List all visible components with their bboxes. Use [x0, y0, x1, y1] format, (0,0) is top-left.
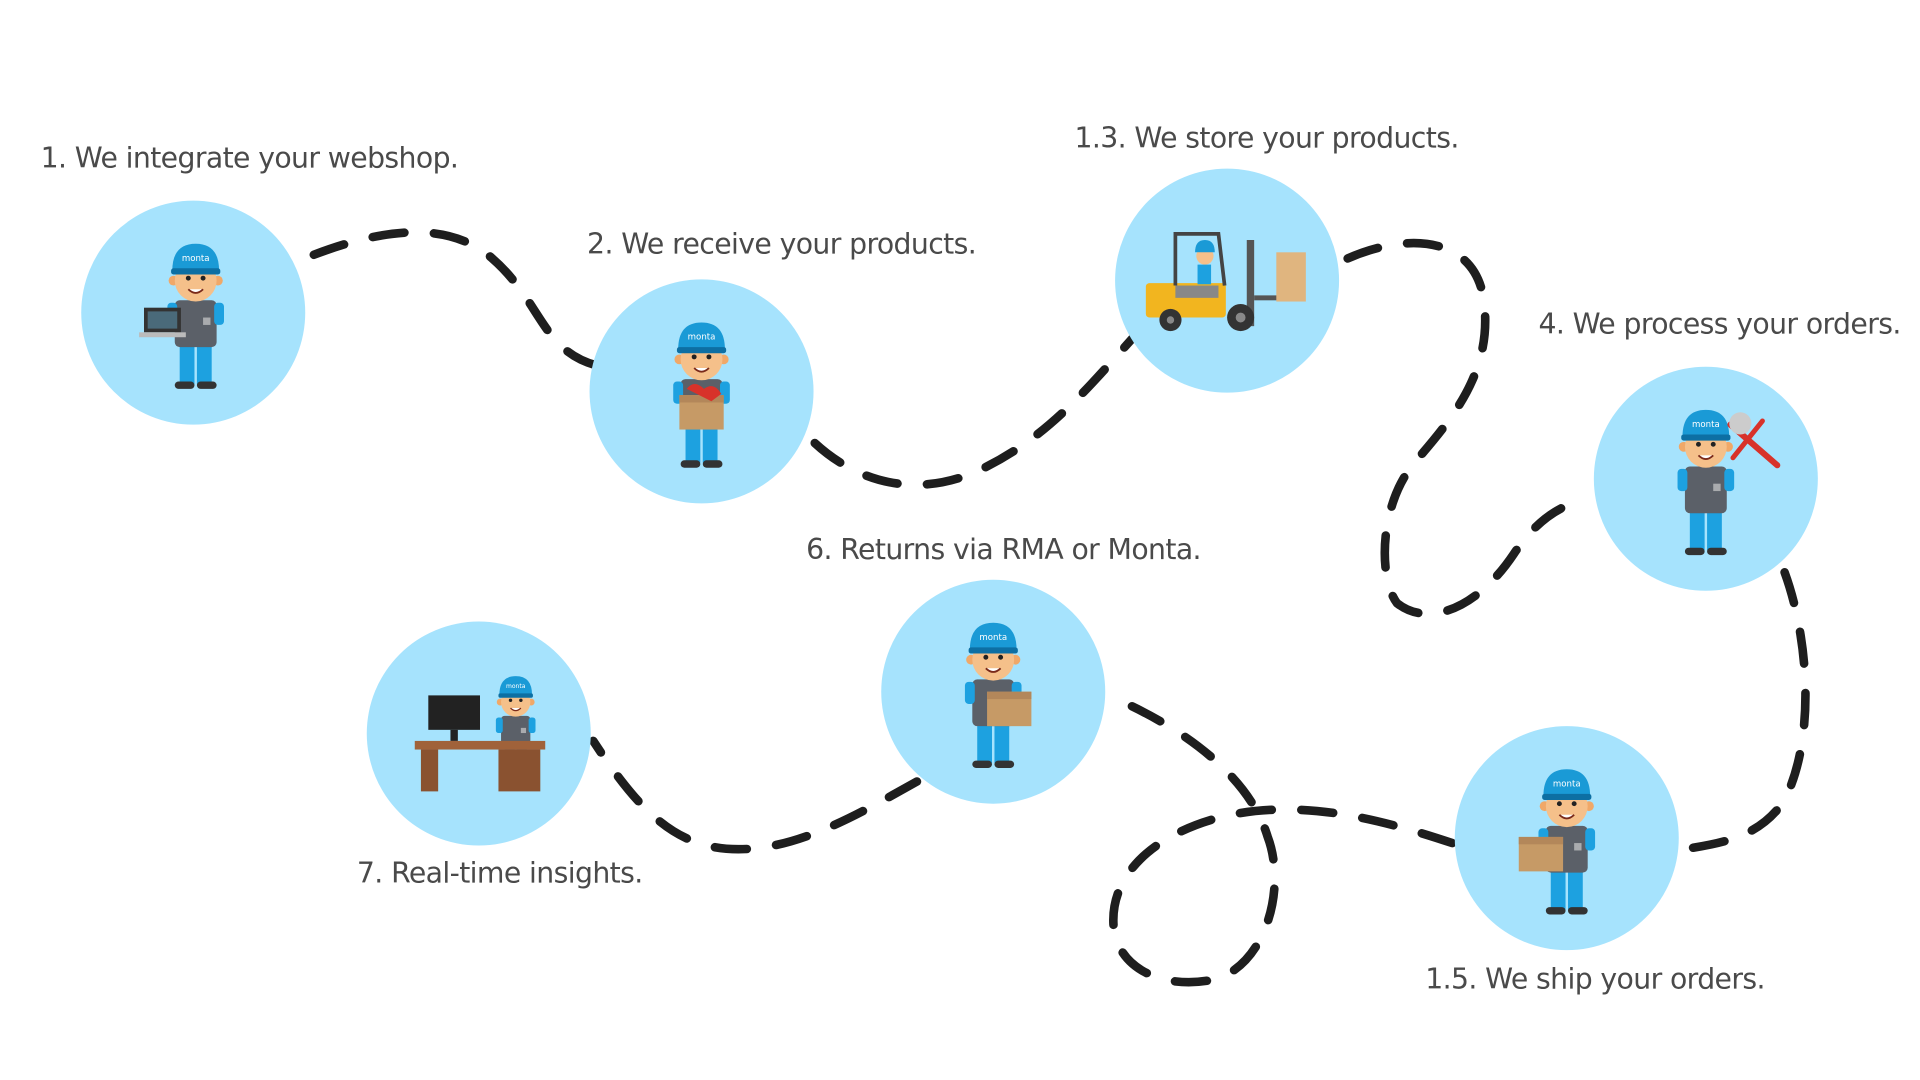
route-5-6	[1103, 691, 1457, 987]
worker-at-desk-icon	[414, 675, 546, 792]
step-label: 2. We receive your products.	[587, 228, 976, 261]
step-3-store: 1.3. We store your products.	[1074, 122, 1459, 393]
step-label: 4. We process your orders.	[1538, 308, 1900, 341]
route-3-4	[1343, 238, 1593, 619]
step-6-returns: 6. Returns via RMA or Monta.	[806, 533, 1202, 804]
step-1-integrate: 1. We integrate your webshop.	[41, 141, 459, 425]
worker-with-tools-icon	[1676, 408, 1781, 556]
worker-with-laptop-icon	[139, 242, 225, 390]
step-label: 1. We integrate your webshop.	[41, 141, 459, 174]
step-2-receive: 2. We receive your products.	[587, 228, 977, 504]
step-circle	[366, 621, 591, 846]
step-circle	[1115, 168, 1340, 393]
step-label: 7. Real-time insights.	[357, 856, 643, 889]
forklift-icon	[1145, 232, 1306, 332]
step-label: 6. Returns via RMA or Monta.	[806, 533, 1201, 566]
step-4-process: 4. We process your orders.	[1538, 308, 1901, 591]
step-7-insights: 7. Real-time insights.	[357, 621, 643, 889]
step-label: 1.3. We store your products.	[1074, 122, 1458, 155]
route-1-2	[309, 228, 602, 370]
route-6-7	[588, 736, 922, 854]
worker-holding-box-icon	[672, 321, 731, 469]
step-5-ship: 1.5. We ship your orders.	[1425, 726, 1765, 995]
route-4-5	[1679, 568, 1810, 854]
route-2-3	[810, 334, 1137, 490]
dashed-route	[309, 228, 1810, 987]
step-label: 1.5. We ship your orders.	[1425, 962, 1765, 995]
